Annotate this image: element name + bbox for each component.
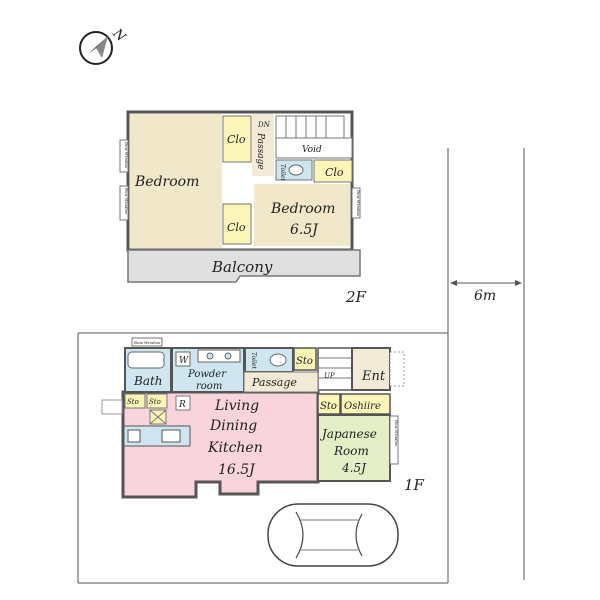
label-dn: DN [257, 121, 271, 129]
label-fridge: R [178, 400, 186, 410]
bay-window-2 [119, 185, 129, 221]
label-oshiire: Oshiire [344, 401, 381, 412]
label-japanese-1: Japanese [319, 427, 377, 441]
room-bedroom-main [130, 114, 222, 248]
bathtub [127, 351, 165, 369]
label-bow-window-jp: Bow Window [394, 419, 399, 447]
vanity-basin [206, 352, 214, 360]
stairs-2f [275, 115, 345, 139]
label-sto-b: Sto [149, 398, 161, 406]
label-passage-2f: Passage [255, 132, 265, 170]
vanity [197, 349, 241, 363]
label-japanese-2: Room [333, 444, 369, 458]
label-bow-window-bath: Bow Window [133, 340, 161, 345]
balcony [127, 249, 361, 283]
label-entrance: Ent [361, 369, 386, 384]
bay-window-3 [351, 187, 361, 219]
label-toilet-2f: Toilet [279, 164, 286, 182]
room-sto-b [146, 393, 168, 409]
label-floor-1: 1F [404, 476, 425, 494]
label-balcony: Balcony [211, 258, 273, 276]
room-void [275, 137, 353, 159]
label-bay-window-2: Bow Window [124, 187, 129, 215]
label-closet-2: Clo [325, 166, 344, 179]
pantry-cross [149, 409, 167, 425]
lot-boundary: 6m [77, 148, 525, 584]
label-ldk-size: 16.5J [218, 462, 256, 478]
room-japanese [317, 414, 391, 482]
label-ldk-2: Dining [209, 418, 257, 434]
compass: N [79, 26, 129, 65]
room-bedroom-2 [254, 184, 350, 246]
bow-window-jp [389, 415, 399, 465]
label-bay-window-3: Bow Window [356, 189, 361, 217]
bay-window-side [101, 399, 123, 415]
toilet-fixture [288, 164, 304, 176]
compass-needle-dark [88, 36, 108, 54]
road-dimension-arrow-left [450, 280, 457, 286]
kitchen-sink [161, 429, 181, 443]
stairs-1f [317, 347, 353, 391]
label-bay-window-1: Bow Window [124, 141, 129, 169]
entrance-porch [389, 351, 405, 387]
label-road-width: 6m [474, 288, 496, 304]
car-body [267, 503, 399, 567]
label-bedroom-2-size: 6.5J [290, 222, 319, 238]
vanity-basin [224, 352, 232, 360]
room-closet-1 [222, 115, 252, 163]
floor-1: Living Dining Kitchen 16.5J Bath Bow Win… [101, 337, 425, 499]
room-sto-a [124, 393, 146, 409]
road-dimension-arrow-right [515, 280, 522, 286]
toilet-fixture [269, 353, 287, 367]
room-closet-2 [313, 159, 353, 183]
kitchen-stove [127, 429, 141, 443]
compass-needle-light [96, 36, 108, 58]
parked-car-icon [267, 503, 399, 567]
room-closet-3 [222, 203, 252, 245]
label-sto-a: Sto [127, 398, 139, 406]
label-powder-2: room [196, 381, 222, 392]
label-floor-2: 2F [345, 288, 367, 306]
label-storage-1: Sto [296, 356, 313, 367]
label-ldk-3: Kitchen [207, 440, 263, 456]
car-windshield [295, 511, 304, 559]
label-closet-3: Clo [227, 221, 246, 234]
label-ldk-1: Living [214, 398, 259, 414]
room-storage-1 [293, 347, 317, 371]
car-rear-window [355, 513, 363, 557]
label-toilet-1f: Toilet [250, 352, 257, 370]
room-passage-1f [243, 371, 319, 393]
fridge [175, 395, 191, 411]
label-japanese-size: 4.5J [341, 461, 367, 475]
label-storage-2: Sto [320, 401, 337, 412]
label-bedroom-main: Bedroom [134, 174, 199, 190]
label-bath: Bath [133, 374, 163, 388]
label-powder-1: Powder [187, 369, 227, 380]
floor-2: Bedroom Clo Clo DN Passage Void Toilet C… [119, 110, 367, 306]
label-passage-1f: Passage [251, 376, 297, 389]
label-washer: W [179, 356, 189, 366]
bay-window-1 [119, 139, 129, 173]
bow-window-bath [131, 337, 163, 347]
room-passage-2f [252, 114, 274, 176]
label-closet-1: Clo [227, 133, 246, 146]
washer [175, 351, 191, 367]
label-bedroom-2-name: Bedroom [270, 201, 335, 217]
label-void: Void [302, 145, 322, 155]
label-up: UP [324, 372, 335, 380]
